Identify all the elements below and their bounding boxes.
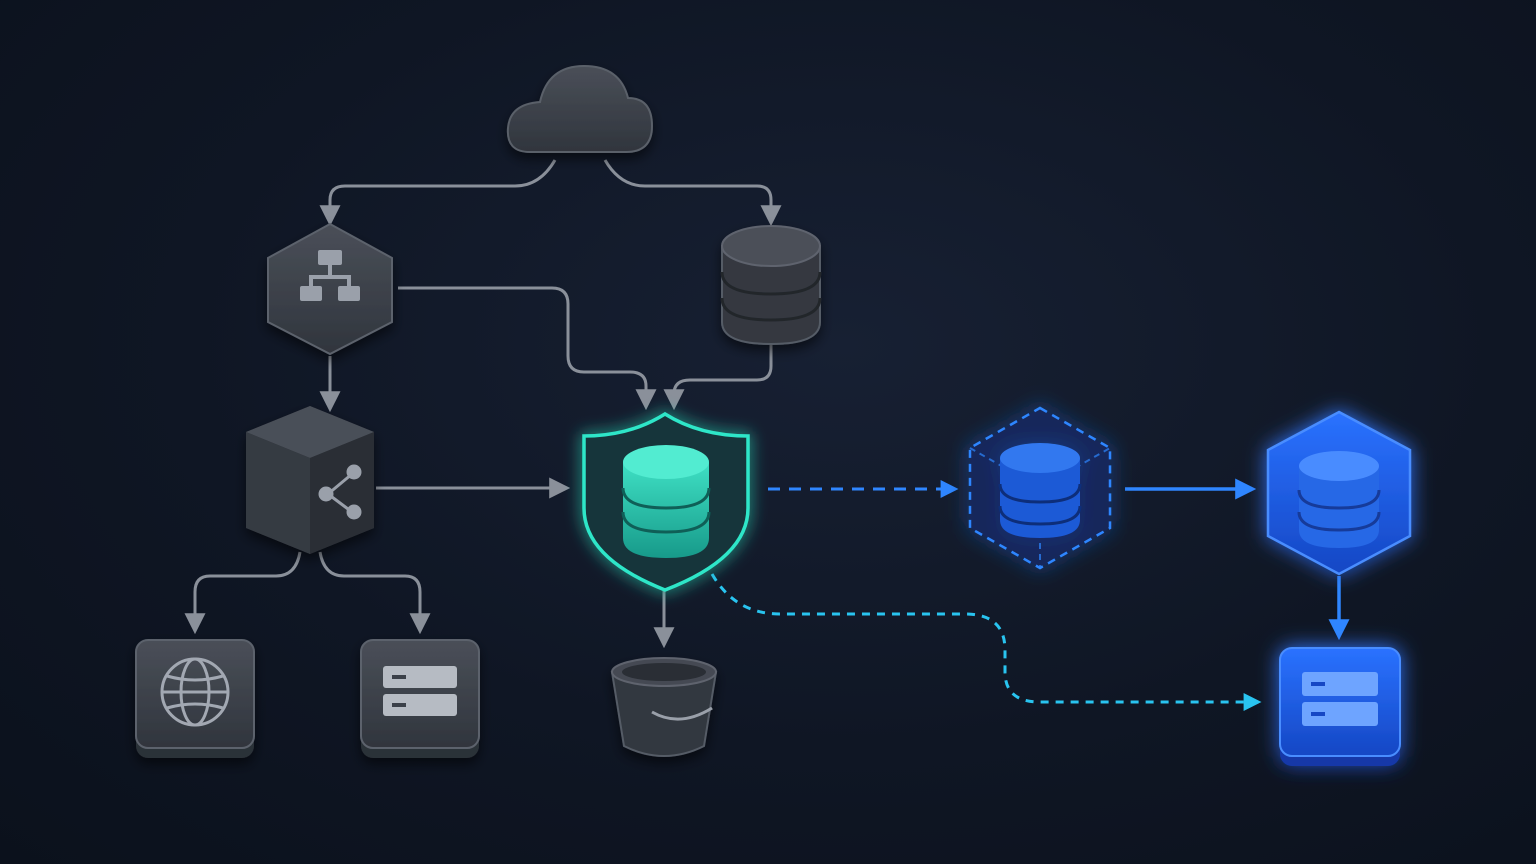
secure-database-node[interactable]: [582, 411, 750, 592]
replica-database-active-node[interactable]: [1266, 410, 1412, 576]
backup-server-node[interactable]: [1279, 647, 1401, 766]
connector-cloud-to-load-balancer: [319, 159, 557, 227]
connector-load-balancer-to-secure-db: [398, 286, 657, 411]
cloud-icon: [506, 64, 654, 153]
globe-icon: [160, 657, 230, 727]
sitemap-icon: [300, 250, 360, 301]
bucket-icon: [610, 657, 718, 757]
network-cube-node[interactable]: [246, 406, 374, 554]
replica-database-node[interactable]: [968, 406, 1112, 570]
database-icon: [720, 225, 822, 346]
server-icon: [1302, 672, 1378, 726]
connectors: [184, 159, 1350, 711]
database-icon: [1297, 451, 1381, 548]
connector-secure-db-to-backup-dashed: [710, 573, 1262, 711]
database-icon: [998, 443, 1082, 538]
database-primary-node[interactable]: [720, 225, 822, 346]
share-icon: [318, 464, 362, 520]
server-node[interactable]: [360, 639, 480, 758]
database-icon: [621, 445, 711, 558]
server-icon: [383, 666, 457, 716]
connector-database-to-secure-db: [663, 344, 773, 411]
web-node[interactable]: [135, 639, 255, 758]
cloud-node[interactable]: [506, 64, 654, 153]
connector-cube-to-server: [318, 551, 431, 635]
connector-cube-to-web: [184, 551, 302, 635]
connector-cloud-to-database: [603, 159, 782, 227]
load-balancer-node[interactable]: [267, 222, 393, 356]
storage-bucket-node[interactable]: [610, 657, 718, 757]
